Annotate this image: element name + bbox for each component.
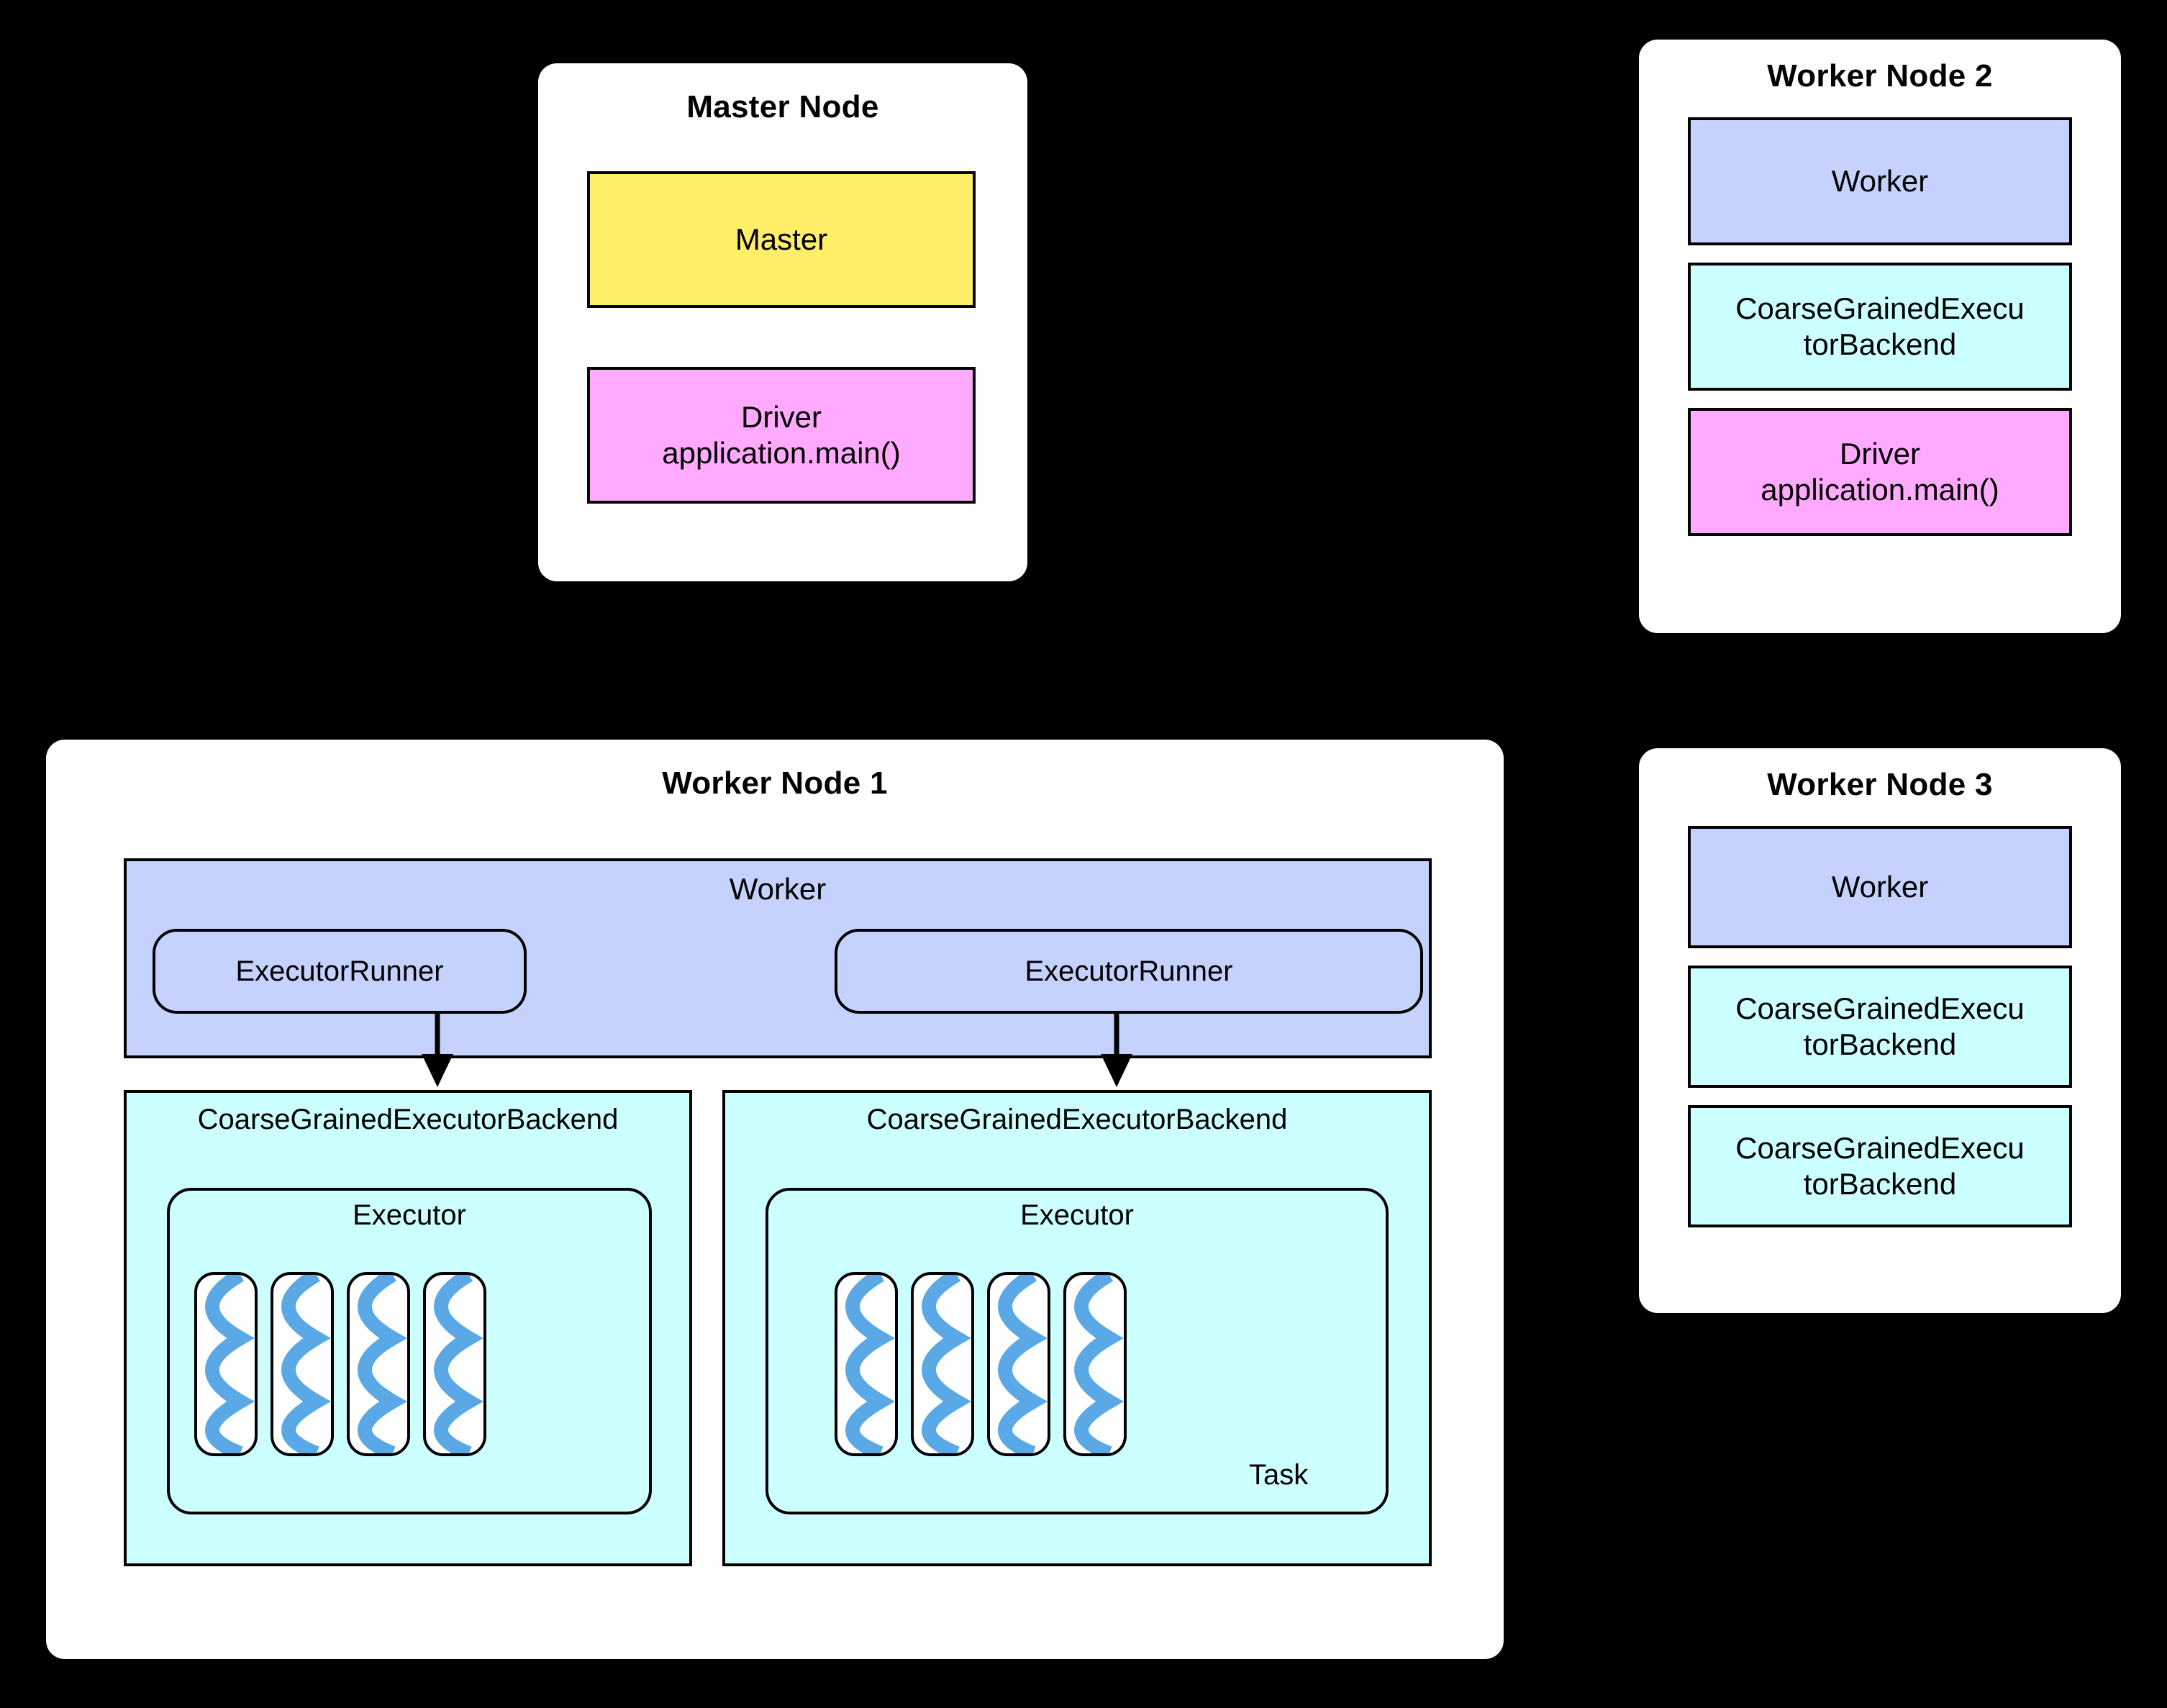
wn3-backend-box-1: CoarseGrainedExecu torBackend — [1688, 966, 2072, 1088]
wn2-backend-line2: torBackend — [1803, 327, 1957, 361]
wn3-backend-2-line1: CoarseGrainedExecu — [1735, 1131, 2025, 1166]
wn1-executor-runner-1: ExecutorRunner — [153, 929, 527, 1014]
task-thread-icon — [998, 1275, 1048, 1453]
task-pill — [194, 1272, 258, 1456]
worker-node-1-title: Worker Node 1 — [662, 766, 888, 801]
task-thread-icon — [358, 1275, 407, 1453]
master-node-card: Master Node Master Driver application.ma… — [538, 63, 1027, 581]
wn3-backend-2-line2: torBackend — [1803, 1167, 1957, 1201]
wn1-executor-runner-1-label: ExecutorRunner — [235, 955, 444, 987]
wn3-worker-box: Worker — [1688, 826, 2072, 948]
worker-node-2-card: Worker Node 2 Worker CoarseGrainedExecu … — [1639, 40, 2121, 633]
wn1-executor-runner-2: ExecutorRunner — [835, 929, 1423, 1014]
worker-node-3-card: Worker Node 3 Worker CoarseGrainedExecu … — [1639, 748, 2121, 1313]
wn1-executor-runner-2-label: ExecutorRunner — [1025, 955, 1233, 987]
master-node-title: Master Node — [686, 89, 879, 124]
wn2-backend-box: CoarseGrainedExecu torBackend — [1688, 263, 2072, 391]
driver-process-box: Driver application.main() — [587, 367, 976, 504]
task-thread-icon — [281, 1275, 331, 1453]
wn2-backend-line1: CoarseGrainedExecu — [1735, 291, 2025, 326]
wn2-driver-box: Driver application.main() — [1688, 408, 2072, 536]
wn3-backend-1-line1: CoarseGrainedExecu — [1735, 991, 2025, 1026]
wn3-worker-label: Worker — [1831, 870, 1929, 904]
wn2-driver-line2: application.main() — [1761, 473, 1999, 507]
task-pill — [1063, 1272, 1127, 1456]
task-pill — [835, 1272, 898, 1456]
task-thread-icon — [922, 1275, 971, 1453]
task-pill — [423, 1272, 486, 1456]
wn1-backend-2-label: CoarseGrainedExecutorBackend — [866, 1104, 1288, 1135]
task-thread-icon — [845, 1275, 895, 1453]
task-caption: Task — [1249, 1459, 1309, 1491]
task-pill — [271, 1272, 334, 1456]
arrow-runner-2-to-backend-2 — [1101, 1011, 1132, 1087]
driver-process-line1: Driver — [741, 400, 822, 435]
worker-node-1-card: Worker Node 1 Worker ExecutorRunner Exec… — [46, 740, 1504, 1659]
task-pill — [987, 1272, 1050, 1456]
wn1-backend-1-label: CoarseGrainedExecutorBackend — [197, 1104, 619, 1135]
wn2-worker-label: Worker — [1831, 164, 1929, 199]
master-process-box: Master — [587, 171, 976, 308]
worker-node-3-title: Worker Node 3 — [1767, 767, 1993, 802]
master-process-label: Master — [735, 222, 828, 257]
task-pill — [347, 1272, 410, 1456]
wn1-executor-2-label: Executor — [1020, 1199, 1134, 1231]
driver-process-line2: application.main() — [662, 436, 901, 470]
wn1-worker-label: Worker — [729, 872, 827, 906]
wn1-executor-1-label: Executor — [353, 1199, 466, 1231]
arrow-runner-1-to-backend-1 — [422, 1011, 453, 1087]
wn2-worker-box: Worker — [1688, 117, 2072, 245]
task-thread-icon — [205, 1275, 255, 1453]
wn2-driver-line1: Driver — [1840, 437, 1920, 471]
worker-node-2-title: Worker Node 2 — [1767, 58, 1993, 94]
wn3-backend-box-2: CoarseGrainedExecu torBackend — [1688, 1105, 2072, 1227]
wn3-backend-1-line2: torBackend — [1803, 1027, 1957, 1061]
task-thread-icon — [434, 1275, 483, 1453]
task-pill — [911, 1272, 974, 1456]
task-thread-icon — [1074, 1275, 1124, 1453]
